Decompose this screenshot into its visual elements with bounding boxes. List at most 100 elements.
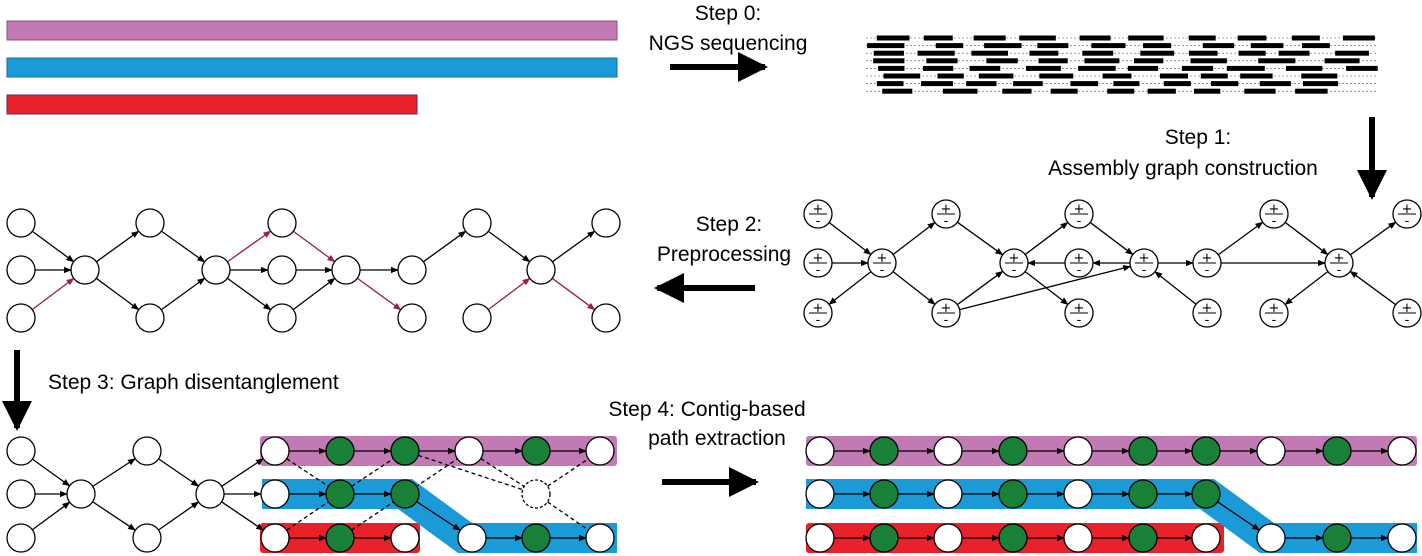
read-segment: [883, 73, 921, 79]
read-segment: [1335, 50, 1369, 56]
graph-edge: [1024, 271, 1069, 305]
graph-node: [135, 208, 165, 238]
read-segment: [1134, 58, 1164, 64]
dashed-edge: [286, 458, 329, 487]
minus-sign: -: [1142, 263, 1147, 278]
read-segment: [1127, 65, 1159, 71]
read-segment: [1188, 35, 1216, 41]
graph-node: [585, 436, 615, 466]
step4-subtitle: path extraction: [648, 427, 786, 450]
graph-edge: [158, 458, 200, 487]
minus-sign: -: [1077, 313, 1082, 328]
graph-edge: [487, 230, 531, 263]
graph-edge: [95, 230, 140, 263]
plus-sign: +: [1269, 301, 1280, 316]
read-segment: [1082, 50, 1114, 56]
read-segment: [1143, 43, 1172, 49]
plus-sign: +: [1269, 202, 1280, 217]
graph-node: [805, 523, 835, 553]
dashed-edge: [286, 501, 329, 531]
read-segment: [1193, 88, 1221, 94]
graph-edge: [92, 501, 137, 531]
read-segment: [917, 50, 955, 56]
graph-node: [805, 479, 835, 509]
contig-node: [869, 523, 899, 553]
graph-node: [397, 255, 427, 285]
graph-node: [70, 255, 100, 285]
preprocess-edge: [227, 230, 272, 263]
genome-bar-purple: [6, 20, 618, 41]
graph-node: [805, 436, 835, 466]
graph-edge: [226, 277, 272, 311]
graph-node: [6, 479, 36, 509]
step1-label: Step 1: Assembly graph construction: [1010, 126, 1356, 181]
read-segment: [1019, 35, 1056, 41]
read-segment: [1258, 58, 1296, 64]
graph-edge: [92, 458, 136, 487]
contig-node: [521, 523, 551, 553]
contig-node: [1128, 523, 1158, 553]
graph-edges: [31, 221, 1397, 542]
read-segment: [1147, 88, 1176, 94]
graph-edge: [959, 265, 1132, 311]
read-segment: [873, 50, 904, 56]
graph-edge: [422, 230, 467, 263]
contig-node: [1191, 436, 1221, 466]
graph-node: [591, 303, 621, 333]
graph-edge: [828, 221, 872, 256]
graph-edge: [956, 221, 1004, 256]
minus-sign: -: [816, 263, 821, 278]
read-segment: [1140, 50, 1175, 56]
graph-node: [585, 523, 615, 553]
read-segment: [1238, 50, 1266, 56]
graph-node: [260, 479, 290, 509]
read-segment: [1303, 81, 1339, 87]
graph-node: [397, 303, 427, 333]
graph-edge: [1217, 501, 1261, 531]
graph-node: [1387, 436, 1417, 466]
graph-edge: [31, 501, 71, 531]
graph-node: [132, 436, 162, 466]
plus-sign: +: [1074, 202, 1085, 217]
graph-node: [267, 303, 297, 333]
read-segment: [1078, 65, 1116, 71]
step4-title: Step 4: Contig-based: [608, 398, 806, 421]
plus-sign: +: [813, 251, 824, 266]
graph-node: [1256, 436, 1286, 466]
graph-edge: [32, 458, 71, 487]
read-segment: [1039, 73, 1074, 79]
graph-edge: [892, 271, 936, 305]
minus-sign: -: [1405, 313, 1410, 328]
graph-node: [1063, 523, 1093, 553]
preprocess-edge: [551, 277, 596, 311]
preprocess-edge: [31, 277, 75, 311]
graph-edge: [31, 230, 75, 263]
plus-sign: +: [1402, 301, 1413, 316]
contig-node: [998, 436, 1028, 466]
graph-nodes: +-+-+-+-+-+-+-+-+-+-+-+-+-+-+-+-+-+-: [6, 199, 1422, 553]
plus-sign: +: [813, 301, 824, 316]
graph-node: [267, 255, 297, 285]
plus-sign: +: [1202, 301, 1213, 316]
step0-label: Step 0: NGS sequencing: [628, 2, 828, 56]
graph-node: [526, 255, 556, 285]
graph-edge: [1284, 271, 1329, 305]
graph-node: [6, 436, 36, 466]
read-segment: [937, 73, 964, 79]
contig-node: [998, 479, 1028, 509]
read-segment: [1188, 50, 1218, 56]
graph-node: [6, 303, 36, 333]
read-segment: [1050, 88, 1078, 94]
minus-sign: -: [816, 313, 821, 328]
minus-sign: -: [880, 263, 885, 278]
contig-node: [869, 436, 899, 466]
read-segment: [1070, 81, 1099, 87]
dashed-edge: [480, 458, 525, 487]
step-arrows: [2, 52, 1387, 497]
preprocess-edge: [356, 277, 402, 311]
graph-edge: [1089, 221, 1134, 256]
graph-node: [933, 436, 963, 466]
step0-title: Step 0:: [694, 2, 762, 25]
graph-node: [260, 436, 290, 466]
read-segment: [1226, 65, 1265, 71]
